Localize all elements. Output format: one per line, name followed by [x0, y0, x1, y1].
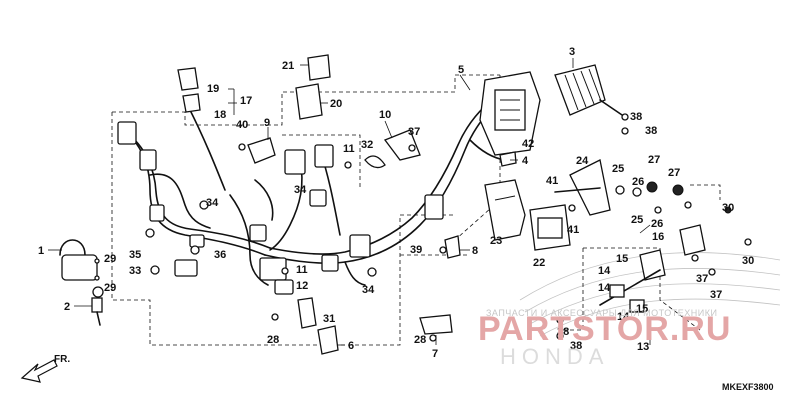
part-label-31: 31	[323, 313, 335, 325]
part-label-30-upper: 30	[722, 202, 734, 214]
part-label-37-a: 37	[696, 273, 708, 285]
part-label-38-upper: 38	[630, 111, 642, 123]
part-label-26-lower: 26	[651, 218, 663, 230]
part-label-37-b: 37	[710, 289, 722, 301]
part-label-18: 18	[214, 109, 226, 121]
part-label-39: 39	[410, 244, 422, 256]
part-label-35: 35	[129, 249, 141, 261]
part-label-27-upper: 27	[648, 154, 660, 166]
part-label-19: 19	[207, 83, 219, 95]
part-label-5: 5	[458, 64, 464, 76]
part-label-10: 10	[379, 109, 391, 121]
part-label-34-left: 34	[206, 197, 219, 209]
part-label-23: 23	[490, 235, 502, 247]
ignition-coil-part-1	[59, 239, 104, 326]
part-label-12: 12	[296, 280, 308, 292]
part-label-29-upper: 29	[104, 253, 116, 265]
regulator-part-3	[554, 64, 626, 118]
watermark-brand: HONDA	[500, 344, 609, 369]
part-label-14-a: 14	[598, 265, 611, 277]
part-label-29-lower: 29	[104, 282, 116, 294]
part-label-33: 33	[129, 265, 141, 277]
part-label-30-lower: 30	[742, 255, 754, 267]
part-label-42: 42	[522, 138, 534, 150]
part-label-38-lower-b: 38	[570, 340, 582, 352]
part-label-37-upper: 37	[408, 126, 420, 138]
part-label-41-upper: 41	[546, 175, 558, 187]
part-label-36: 36	[214, 249, 226, 261]
part-label-6: 6	[348, 340, 354, 352]
front-direction-arrow: FR.	[20, 354, 70, 383]
fr-label: FR.	[54, 354, 70, 365]
fuse-box-part-5	[479, 71, 541, 156]
part-label-14-c: 14	[617, 311, 630, 323]
part-label-15-b: 15	[636, 303, 648, 315]
harness-connectors	[117, 121, 444, 295]
part-label-34-lower: 34	[362, 284, 375, 296]
watermark-site: PARTSTOR.RU	[478, 310, 731, 348]
part-label-22: 22	[533, 257, 545, 269]
part-label-1: 1	[38, 245, 44, 257]
part-label-32: 32	[361, 139, 373, 151]
part-label-25-upper: 25	[612, 163, 624, 175]
part-label-7: 7	[432, 348, 438, 360]
part-label-3: 3	[569, 46, 575, 58]
clamps-brackets	[94, 113, 629, 355]
part-label-21: 21	[282, 60, 294, 72]
part-number-labels: 1 2 3 4 5 6 7 8 9 10 11 11 12 13 14 14 1…	[38, 46, 754, 360]
part-label-16: 16	[652, 231, 664, 243]
ecu-parts	[484, 179, 571, 251]
part-label-15-a: 15	[616, 253, 628, 265]
part-label-20: 20	[330, 98, 342, 110]
part-label-11-upper: 11	[343, 143, 355, 155]
diagram-code: MKEXF3800	[722, 382, 774, 392]
watermark: ЗАПЧАСТИ И АКСЕССУАРЫ ДЛЯ МОТОТЕХНИКИ PA…	[478, 308, 731, 369]
bracket-assembly	[554, 159, 692, 216]
part-label-27-lower: 27	[668, 167, 680, 179]
part-label-13: 13	[637, 341, 649, 353]
part-label-38-upper-b: 38	[645, 125, 657, 137]
watermark-tagline: ЗАПЧАСТИ И АКСЕССУАРЫ ДЛЯ МОТОТЕХНИКИ	[486, 308, 717, 318]
part-label-8: 8	[472, 245, 478, 257]
part-label-41-lower: 41	[567, 224, 579, 236]
part-label-9: 9	[264, 117, 270, 129]
sensor-assembly-13	[599, 206, 752, 313]
part-label-40: 40	[236, 119, 248, 131]
part-label-28-right: 28	[414, 334, 426, 346]
part-label-17: 17	[240, 95, 252, 107]
part-label-25-lower: 25	[631, 214, 643, 226]
part-label-4: 4	[522, 155, 529, 167]
part-label-34-mid: 34	[294, 184, 307, 196]
part-label-11-lower: 11	[296, 264, 308, 276]
part-label-28-left: 28	[267, 334, 279, 346]
leader-lines	[48, 58, 651, 346]
part-label-26-upper: 26	[632, 176, 644, 188]
part-label-14-b: 14	[598, 282, 611, 294]
part-label-2: 2	[64, 301, 70, 313]
part-label-24: 24	[576, 155, 589, 167]
relay-parts	[177, 54, 331, 120]
part-label-38-lower: 38	[557, 326, 569, 338]
